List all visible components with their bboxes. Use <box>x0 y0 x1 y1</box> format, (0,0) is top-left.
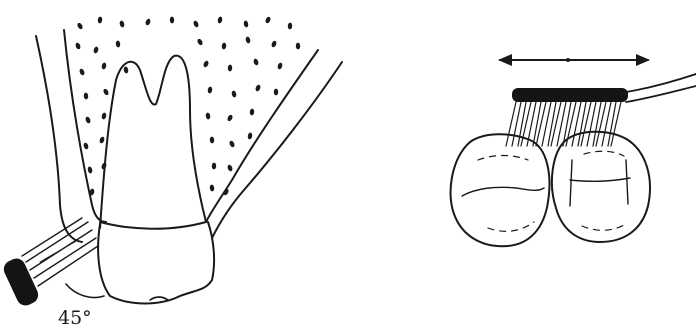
bone-speckle <box>277 62 283 70</box>
brush-head <box>1 256 41 309</box>
bone-speckle <box>271 40 278 48</box>
bone-speckle <box>101 162 108 170</box>
bone-speckle <box>83 142 89 150</box>
bone-speckle <box>226 114 233 122</box>
bone-speckle <box>243 20 249 28</box>
gingiva-outline-right <box>212 62 342 238</box>
bone-speckle <box>265 16 272 24</box>
bone-speckle <box>245 36 251 44</box>
bone-speckle <box>102 88 109 96</box>
angle-arc <box>66 284 104 298</box>
toothbrush-horizontal <box>506 74 696 146</box>
arrowhead-right <box>636 54 650 66</box>
bone-speckle <box>247 132 253 139</box>
bone-speckle <box>170 17 175 24</box>
cemento-enamel-junction <box>100 222 206 229</box>
bone-speckle <box>76 22 83 30</box>
occlusal-brushing-panel <box>451 54 696 246</box>
bone-speckle <box>217 16 223 24</box>
bone-speckle <box>228 140 235 148</box>
bone-speckle <box>253 58 259 66</box>
tooth-crown <box>98 222 214 304</box>
alveolar-bone-pattern <box>75 16 300 196</box>
bone-speckle <box>99 136 105 144</box>
molar-right-groove <box>570 178 630 181</box>
bone-speckle <box>210 136 215 143</box>
bone-speckle <box>231 90 237 98</box>
bone-speckle <box>101 62 107 70</box>
bone-speckle <box>115 40 120 47</box>
bone-speckle <box>296 43 301 50</box>
bone-speckle <box>84 92 89 99</box>
bone-speckle <box>250 108 255 115</box>
brush-head-horizontal <box>512 88 628 102</box>
bone-speckle <box>87 166 93 174</box>
bone-speckle <box>221 42 226 49</box>
bone-speckle <box>274 89 278 96</box>
bone-speckle <box>101 112 107 120</box>
bone-speckle <box>288 22 293 29</box>
bone-speckle <box>123 66 129 73</box>
arrowhead-left <box>498 54 512 66</box>
bone-speckle <box>205 112 210 119</box>
bone-speckle <box>79 68 86 76</box>
bone-speckle <box>202 60 209 68</box>
bone-speckle <box>119 20 125 28</box>
molar-left <box>451 134 550 246</box>
bone-contour-left <box>64 30 106 222</box>
bone-speckle <box>196 38 203 46</box>
bone-speckle <box>145 18 152 26</box>
angle-label: 45° <box>58 307 92 327</box>
crown-notch <box>150 297 168 300</box>
bone-speckle <box>193 20 200 28</box>
bone-speckle <box>207 86 212 93</box>
bone-speckle <box>75 42 81 50</box>
bone-speckle <box>228 64 233 71</box>
molar-left-groove <box>462 187 544 196</box>
bone-speckle <box>85 116 92 124</box>
bone-speckle <box>212 163 217 170</box>
tooth-root <box>100 56 206 228</box>
molar-right <box>552 132 650 242</box>
gingiva-outline-left <box>36 36 82 242</box>
bone-speckle <box>209 184 214 191</box>
bone-speckle <box>255 84 262 92</box>
bone-contour-right <box>206 50 318 222</box>
toothbrush-angled <box>1 218 98 308</box>
motion-arrow <box>498 54 650 66</box>
bone-speckle <box>97 16 102 23</box>
bone-speckle <box>93 46 99 54</box>
bristle <box>506 102 516 146</box>
brush-bristles-horizontal <box>506 102 621 146</box>
tooth-cross-section-panel: 45° <box>1 16 342 327</box>
bone-speckle <box>227 164 234 172</box>
